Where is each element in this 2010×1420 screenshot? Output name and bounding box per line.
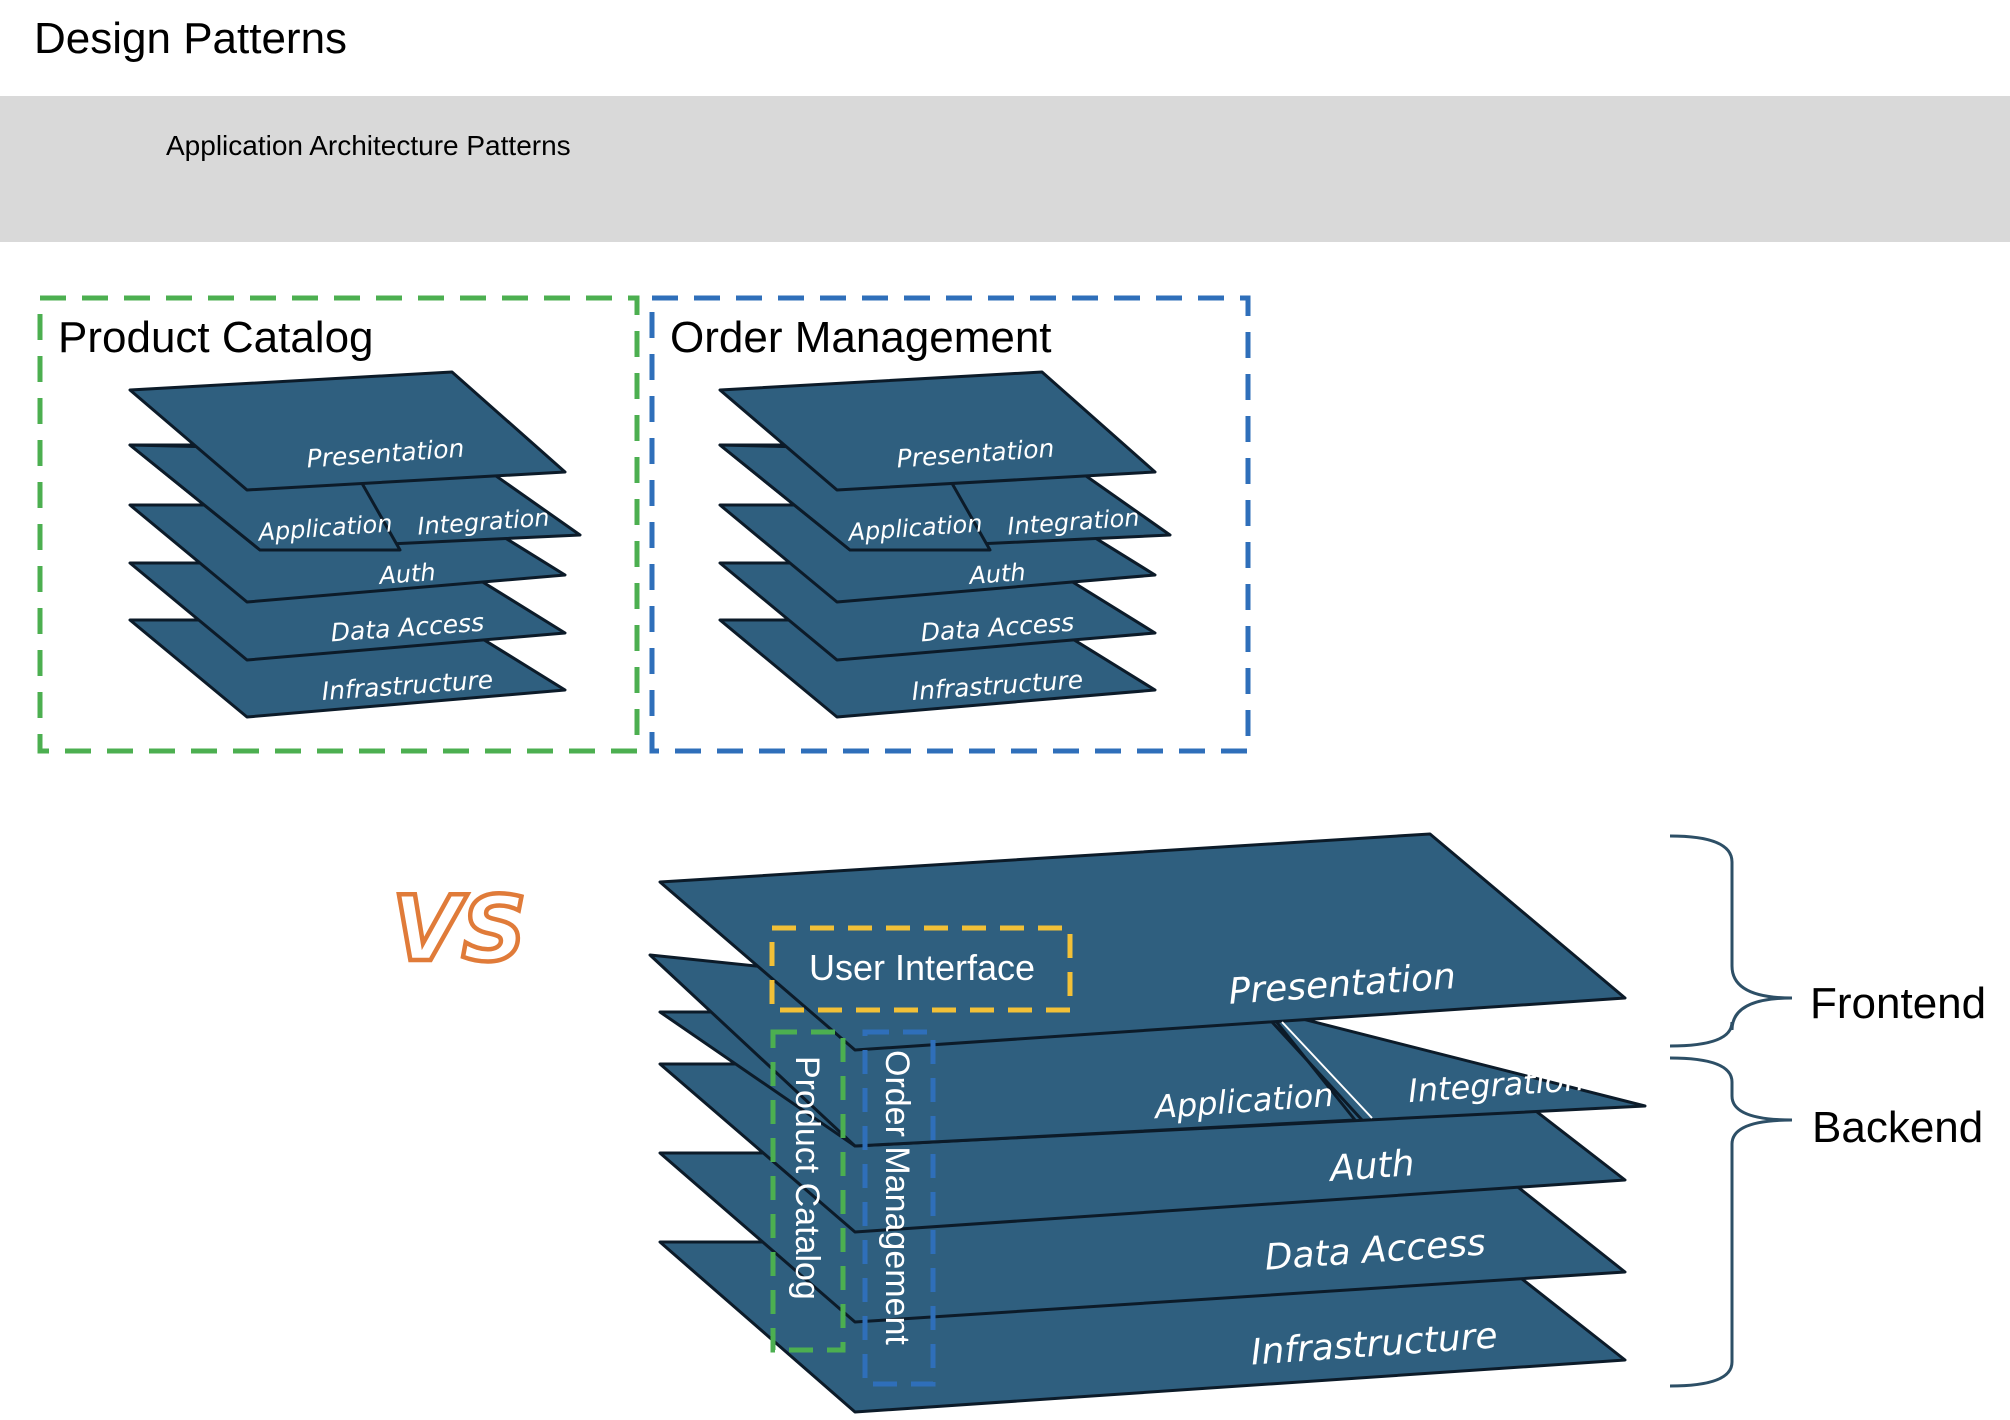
user-interface-box: User Interface bbox=[769, 925, 1073, 1013]
vs-label: VS bbox=[392, 877, 526, 982]
order-management-title: Order Management bbox=[670, 313, 1052, 362]
product-catalog-stack bbox=[128, 370, 582, 719]
page-title: Design Patterns bbox=[34, 14, 348, 63]
frontend-bracket bbox=[1669, 834, 1793, 1048]
product-catalog-vertical-label: Product Catalog bbox=[788, 1056, 826, 1300]
product-catalog-panel: Product Catalog Presentation Application… bbox=[37, 295, 640, 754]
order-management-vertical-box: Order Management bbox=[862, 1029, 936, 1387]
subtitle-banner: Application Architecture Patterns bbox=[0, 96, 2010, 242]
product-catalog-vertical-box: Product Catalog bbox=[770, 1029, 846, 1353]
backend-bracket bbox=[1669, 1056, 1793, 1388]
order-management-panel: Order Management Presentation Applicatio… bbox=[649, 295, 1251, 754]
product-catalog-title: Product Catalog bbox=[58, 313, 374, 362]
layer-label-auth: Auth bbox=[966, 558, 1026, 590]
user-interface-label: User Interface bbox=[809, 947, 1035, 988]
backend-label: Backend bbox=[1812, 1103, 1983, 1152]
order-management-vertical-label: Order Management bbox=[878, 1050, 916, 1345]
order-management-stack bbox=[718, 370, 1172, 719]
shared-layer-stack bbox=[648, 832, 1647, 1414]
presentation-layer bbox=[658, 832, 1627, 1052]
banner-title: Application Architecture Patterns bbox=[166, 130, 571, 161]
frontend-label: Frontend bbox=[1810, 979, 1986, 1028]
layer-label-auth: Auth bbox=[376, 558, 436, 590]
layer-label-auth: Auth bbox=[1327, 1143, 1416, 1190]
